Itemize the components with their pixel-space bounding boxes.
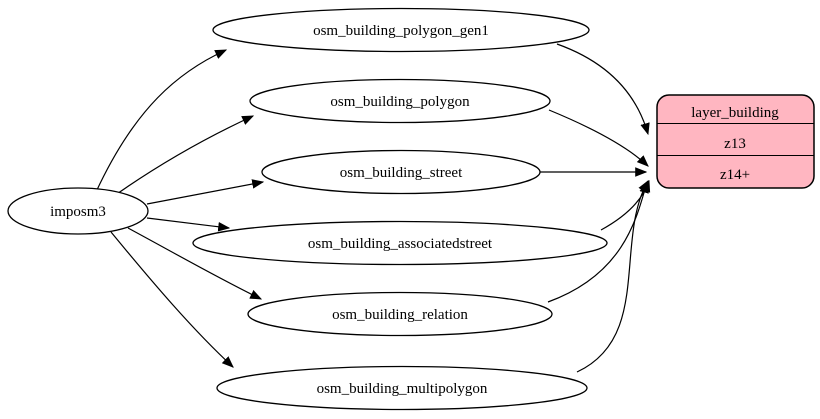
node-label: osm_building_polygon_gen1	[313, 23, 489, 39]
edge-polygon-to-z14	[548, 109, 649, 167]
edge-imposm3-to-street	[146, 179, 265, 205]
node-osm-building-street: osm_building_street	[261, 149, 541, 195]
node-ellipse	[249, 78, 551, 124]
node-osm-building-polygon: osm_building_polygon	[249, 78, 551, 124]
edge-imposm3-to-associatedstreet	[146, 217, 231, 232]
edge-imposm3-to-polygon	[113, 115, 255, 197]
node-ellipse	[212, 7, 590, 53]
node-ellipse	[216, 365, 588, 411]
edge-imposm3-to-relation	[127, 227, 263, 300]
node-imposm3: imposm3	[7, 187, 149, 235]
node-ellipse	[247, 291, 553, 337]
node-osm-building-multipolygon: osm_building_multipolygon	[216, 365, 588, 411]
edge-polygon-gen1-to-z13	[556, 43, 650, 136]
node-ellipse	[192, 220, 608, 266]
node-ellipse	[261, 149, 541, 195]
edge-associatedstreet-to-z14	[600, 179, 651, 231]
node-ellipse	[7, 187, 149, 235]
edge-relation-to-z14	[547, 180, 649, 303]
node-osm-building-associatedstreet: osm_building_associatedstreet	[192, 220, 608, 266]
edges-source-to-tables	[95, 49, 265, 368]
edge-imposm3-to-multipolygon	[110, 231, 234, 368]
edge-imposm3-to-polygon-gen1	[95, 49, 228, 193]
node-osm-building-relation: osm_building_relation	[247, 291, 553, 337]
record-row-z13: z13	[724, 136, 746, 152]
edge-multipolygon-to-z14	[576, 179, 649, 373]
node-layer-building: layer_building z13 z14+	[656, 94, 815, 189]
node-label: osm_building_relation	[332, 307, 468, 323]
record-row-z14plus: z14+	[720, 167, 750, 183]
node-label: osm_building_associatedstreet	[308, 236, 493, 252]
record-title: layer_building	[691, 105, 779, 121]
edges-tables-to-layer	[540, 43, 651, 373]
node-label: osm_building_street	[340, 165, 463, 181]
node-label: osm_building_polygon	[330, 94, 470, 110]
node-osm-building-polygon-gen1: osm_building_polygon_gen1	[212, 7, 590, 53]
node-label: imposm3	[50, 204, 106, 220]
node-label: osm_building_multipolygon	[317, 381, 488, 397]
record-background	[656, 94, 815, 189]
